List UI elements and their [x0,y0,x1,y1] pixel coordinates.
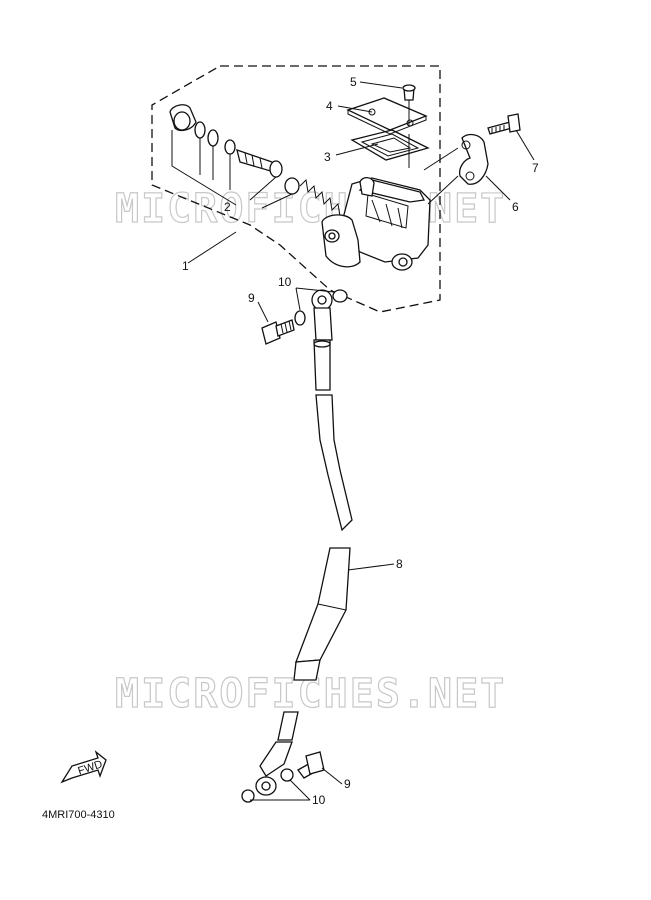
banjo-fitting-upper [311,289,333,341]
callout-10-lower: 10 [312,793,326,807]
master-cylinder-assembly-outline [151,65,441,313]
leader-3 [335,143,379,156]
union-bolt-upper [261,319,295,345]
holder-axis-lines [423,147,459,205]
brake-hose [259,339,353,777]
callout-6: 6 [512,200,519,214]
leader-10-upper [295,287,335,311]
leader-9-upper [257,301,269,323]
callout-3: 3 [324,150,331,164]
callout-1: 1 [182,259,189,273]
leader-10-lower [250,779,311,801]
leader-1 [187,231,237,264]
master-cylinder-holder [458,133,489,185]
callout-5: 5 [350,75,357,89]
copper-washer [241,789,255,803]
callout-2: 2 [224,200,231,214]
cap-screw [402,84,416,101]
callout-10-upper: 10 [278,275,292,289]
leader-7 [515,129,535,161]
callout-8: 8 [396,557,403,571]
copper-washer [294,310,306,326]
reservoir-cap [346,97,428,135]
callout-7: 7 [532,161,539,175]
watermark-top: MICROFICHES.NET [115,186,506,232]
callout-9-upper: 9 [248,291,255,305]
banjo-fitting-lower [255,776,277,796]
leader-6 [485,175,511,201]
copper-washer [280,768,294,782]
diagram-code: 4MRI700-4310 [42,809,115,821]
leader-8 [347,563,395,571]
callout-4: 4 [326,99,333,113]
leader-2 [171,130,293,209]
master-cylinder-body [321,176,431,271]
holder-bolt [487,113,521,135]
copper-washer [332,289,348,303]
callout-9-lower: 9 [344,777,351,791]
union-bolt-lower [297,751,325,779]
leader-4 [337,105,373,113]
leader-9-lower [321,767,343,785]
fwd-arrow-icon: FWD [60,750,107,784]
leader-5 [359,81,403,89]
